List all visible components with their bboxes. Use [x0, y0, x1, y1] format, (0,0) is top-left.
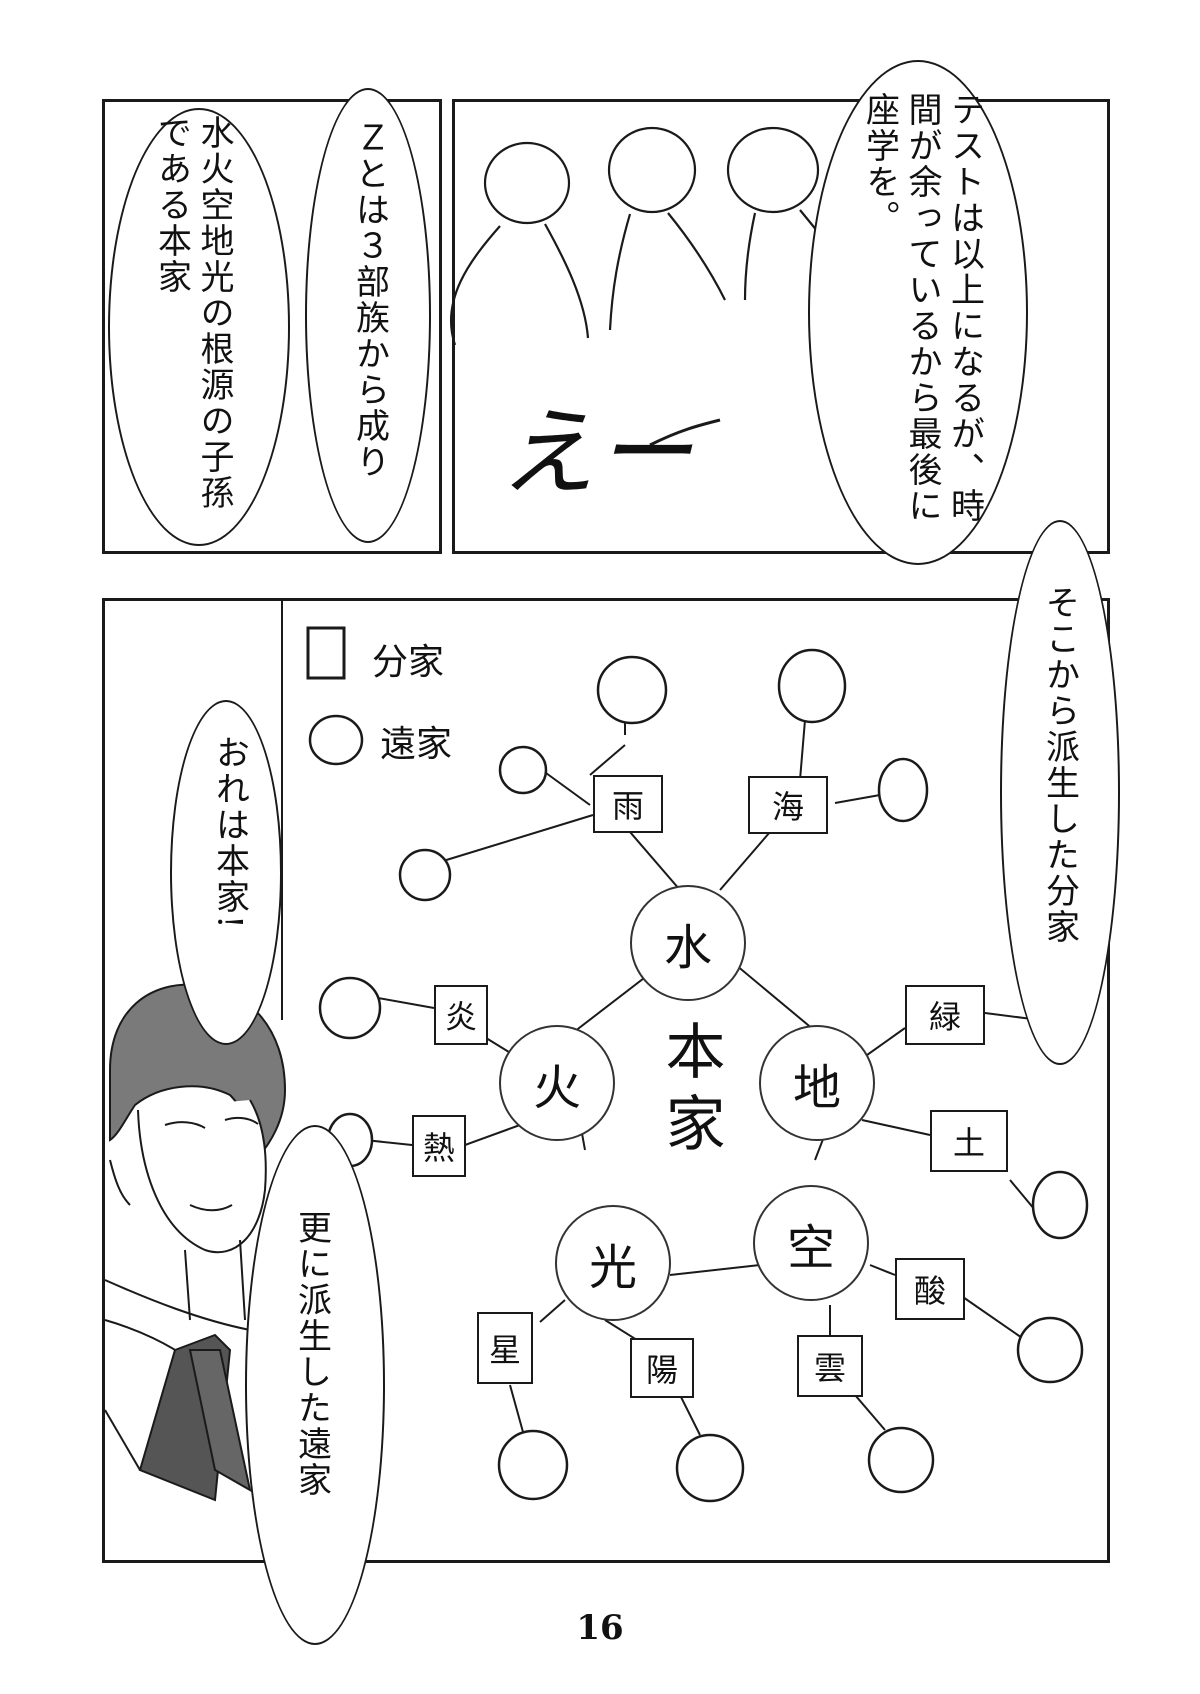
page-number: 16 — [576, 1608, 624, 1648]
legend-circle-label: 遠家 — [380, 724, 453, 765]
speech-bubble-character — [170, 700, 282, 1045]
speech-text-left: 水火空地光の根源の子孫である本家 — [151, 115, 235, 511]
branch-cloud: 雲 — [797, 1335, 863, 1397]
speech-bubble-left — [108, 108, 290, 546]
branch-sea: 海 — [748, 776, 828, 834]
clan-light: 光 — [555, 1205, 671, 1321]
crowd-sketch — [449, 126, 829, 346]
clan-water: 水 — [630, 885, 746, 1001]
legend-circle-icon — [308, 714, 364, 766]
clan-sky: 空 — [753, 1185, 869, 1301]
center-label-honke: 本家 — [655, 1020, 725, 1164]
sfx-stroke — [649, 418, 721, 447]
speech-text-character: おれは本家! — [209, 735, 250, 931]
diagram-lines — [364, 719, 1041, 1436]
panel-top-left — [102, 99, 442, 554]
legend-square-label: 分家 — [372, 642, 445, 683]
speech-bubble-top-right — [1000, 520, 1120, 1065]
branch-heat: 熱 — [412, 1115, 466, 1177]
branch-acid: 酸 — [895, 1258, 965, 1320]
speech-text-top-right: そこから派生した分家 — [1039, 585, 1080, 945]
panel-bottom — [102, 598, 1110, 1563]
speech-text-bottom: 更に派生した遠家 — [291, 1210, 332, 1498]
clan-earth: 地 — [759, 1025, 875, 1141]
branch-star: 星 — [477, 1312, 533, 1384]
speech-text-right: テストは以上になるが、時間が余っているから最後に座学を。 — [859, 92, 985, 524]
speech-bubble-mid — [305, 88, 431, 543]
crowd-sfx: えー — [500, 397, 692, 509]
speech-bubble-bottom — [245, 1125, 385, 1645]
branch-flame: 炎 — [434, 985, 488, 1045]
branch-rain: 雨 — [593, 775, 663, 833]
speech-bubble-right — [808, 60, 1028, 565]
legend-square-icon — [306, 626, 346, 680]
clan-fire: 火 — [499, 1025, 615, 1141]
panel-top-right — [452, 99, 1110, 554]
branch-green: 緑 — [905, 985, 985, 1045]
far-family-circles — [318, 648, 1089, 1503]
branch-sun: 陽 — [630, 1338, 694, 1398]
branch-soil: 土 — [930, 1110, 1008, 1172]
speech-text-mid: Ｚとは３部族から成り — [349, 120, 390, 480]
